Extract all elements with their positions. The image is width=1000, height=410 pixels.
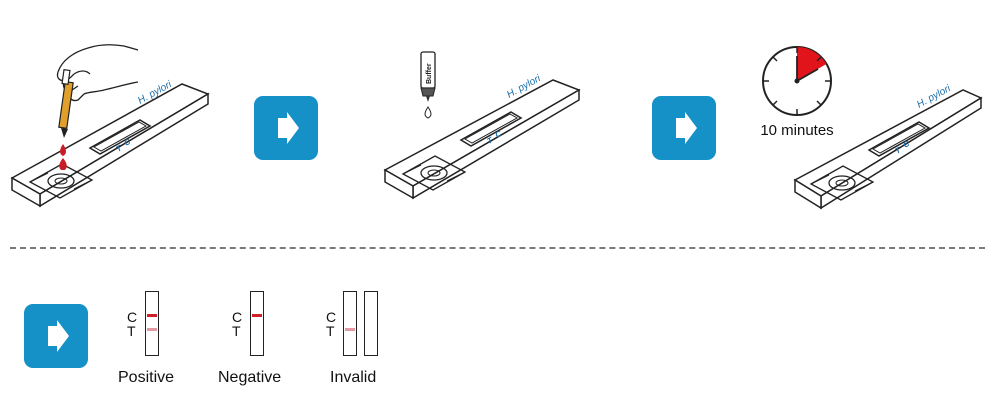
step-2-buffer: H. pylori C T Buffer [375,0,615,240]
arrow-right-icon [676,112,697,144]
c-marker: C [127,309,138,325]
test-cassette-2: H. pylori C T [383,73,581,200]
step-3-wait: H. pylori C T [785,0,995,240]
step-1-sample: H. pylori C T [0,0,240,240]
section-divider [10,247,985,249]
buffer-bottle-icon: Buffer [420,51,436,119]
step-arrow-1 [254,96,318,160]
control-line [252,314,262,317]
timer-icon [762,46,832,116]
buffer-bottle-label: Buffer [426,63,433,84]
result-strip [250,291,264,356]
result-label: Negative [218,369,282,386]
result-strip-blank [364,291,378,356]
results-arrow [24,304,88,368]
test-line [147,328,157,331]
window-t-label: T [486,135,496,146]
t-marker: T [326,323,335,339]
t-marker: T [127,323,136,339]
step-arrow-2 [652,96,716,160]
hand-dropper-icon [56,44,139,170]
window-c-label: C [494,129,504,140]
arrow-right-icon [278,112,299,144]
control-line [147,314,157,317]
test-cassette-3: H. pylori C T [793,83,983,210]
test-line [345,328,355,331]
window-t-label: T [894,145,904,156]
window-t-label: T [115,143,125,154]
arrow-right-icon [48,320,69,352]
c-marker: C [326,309,337,325]
window-c-label: C [902,139,912,150]
window-c-label: C [123,137,133,148]
t-marker: T [232,323,241,339]
c-marker: C [232,309,243,325]
result-strip [343,291,357,356]
result-strip [145,291,159,356]
timer-label: 10 minutes [760,122,834,139]
result-label: Positive [118,369,175,386]
result-label: Invalid [330,369,377,386]
